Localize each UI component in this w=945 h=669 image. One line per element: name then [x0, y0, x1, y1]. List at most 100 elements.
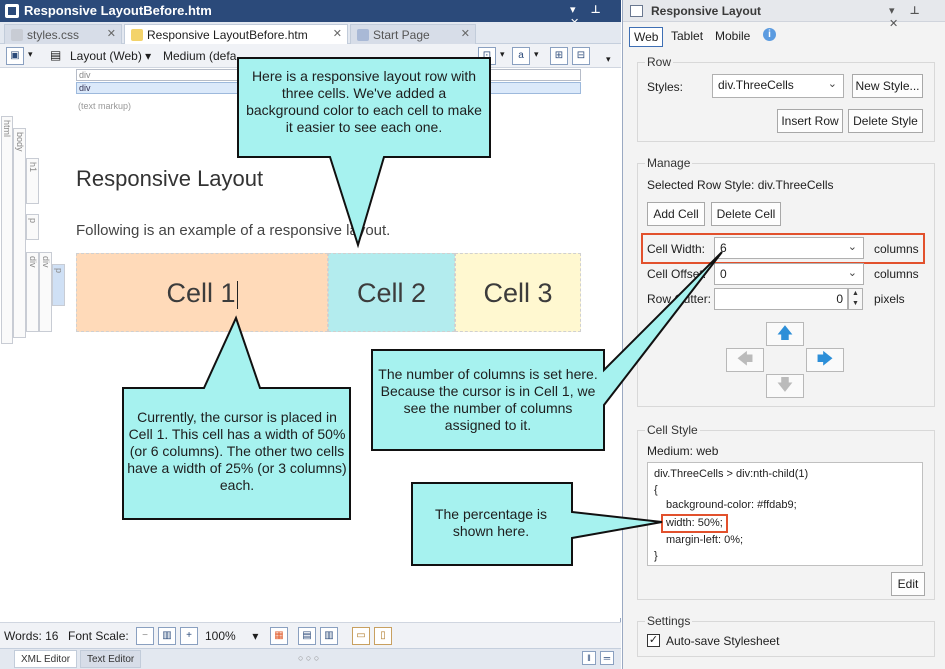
- cell-offset-label: Cell Offset:: [647, 267, 707, 281]
- tab-label: styles.css: [27, 28, 80, 42]
- row-gutter-unit: pixels: [874, 292, 905, 306]
- pane-window-controls[interactable]: ▾ ⊥ ✕: [889, 5, 926, 30]
- cell-style-medium: Medium: web: [647, 444, 719, 458]
- document-heading[interactable]: Responsive Layout: [76, 166, 264, 191]
- layout-cell-1[interactable]: Cell 1: [76, 253, 328, 332]
- structure-tag-h1[interactable]: h1: [26, 158, 39, 204]
- close-icon[interactable]: ✕: [106, 28, 116, 40]
- settings-group-label: Settings: [645, 614, 693, 628]
- selected-row-style: Selected Row Style: div.ThreeCells: [647, 178, 834, 192]
- layout-mode-dropdown[interactable]: ▤ Layout (Web) ▾: [50, 48, 152, 63]
- decrease-font-icon[interactable]: −: [136, 627, 154, 645]
- chevron-down-icon[interactable]: ▾: [28, 49, 33, 59]
- tab-responsive-layout[interactable]: Responsive LayoutBefore.htm ✕: [124, 24, 348, 44]
- structure-tag-p-selected[interactable]: p: [52, 264, 65, 306]
- cell-style-group-label: Cell Style: [645, 423, 700, 437]
- chevron-down-icon[interactable]: ▾: [500, 49, 505, 59]
- info-icon[interactable]: i: [763, 28, 776, 41]
- structure-tag-div-row[interactable]: div: [26, 252, 39, 332]
- document-icon: [5, 4, 19, 18]
- tab-xml-editor[interactable]: XML Editor: [14, 650, 78, 668]
- text-markup-label: (text markup): [78, 101, 132, 111]
- tab-start-page[interactable]: Start Page ✕: [350, 24, 476, 44]
- structure-tag-html[interactable]: html: [1, 116, 13, 344]
- tab-mobile[interactable]: Mobile: [715, 29, 751, 43]
- document-paragraph[interactable]: Following is an example of a responsive …: [76, 222, 391, 239]
- layout-cell-3[interactable]: Cell 3: [455, 253, 581, 332]
- text-cursor: [236, 280, 238, 309]
- delete-cell-button[interactable]: Delete Cell: [711, 202, 781, 226]
- document-tab-strip: styles.css ✕ Responsive LayoutBefore.htm…: [0, 22, 621, 44]
- editor-toolbar: ▣ ▾ ▤ Layout (Web) ▾ Medium (defa ⊡ ▾ a …: [0, 44, 621, 68]
- color-grid-icon[interactable]: ▦: [270, 627, 288, 645]
- show-markers-icon[interactable]: ⊟: [572, 47, 590, 65]
- tab-label: Responsive LayoutBefore.htm: [147, 28, 308, 42]
- split-horizontal-icon[interactable]: ═: [600, 651, 614, 665]
- format-icon[interactable]: ⊡: [478, 47, 496, 65]
- insert-row-button[interactable]: Insert Row: [777, 109, 843, 133]
- layout-mode-icon: ▤: [50, 48, 62, 62]
- zoom-dropdown[interactable]: 100% ▾: [205, 629, 259, 643]
- row-gutter-label: Row Gutter:: [647, 292, 712, 306]
- text-style-icon[interactable]: a: [512, 47, 530, 65]
- row-gutter-stepper[interactable]: ▲▼: [848, 288, 863, 310]
- callout-text-percentage: The percentage is shown here.: [434, 506, 548, 539]
- structure-bar: html body h1 p div div p: [0, 68, 66, 618]
- close-icon[interactable]: ✕: [460, 28, 470, 40]
- callout-text-top: Here is a responsive layout row with thr…: [246, 68, 482, 135]
- move-up-arrow-icon[interactable]: 🡅: [766, 322, 804, 346]
- move-left-arrow-icon[interactable]: 🡄: [726, 348, 764, 372]
- chevron-down-icon: ⌄: [847, 241, 857, 253]
- tab-tablet[interactable]: Tablet: [671, 29, 704, 43]
- pane-title-bar: Responsive Layout ▾ ⊥ ✕: [623, 0, 945, 30]
- insert-icon[interactable]: ⊞: [550, 47, 568, 65]
- ruler-vertical-icon[interactable]: ▯: [374, 627, 392, 645]
- cell-width-label: Cell Width:: [647, 242, 706, 256]
- structure-tag-body[interactable]: body: [13, 128, 26, 338]
- tab-text-editor[interactable]: Text Editor: [80, 650, 142, 668]
- reset-font-icon[interactable]: ▥: [158, 627, 176, 645]
- delete-style-button[interactable]: Delete Style: [848, 109, 923, 133]
- css-background-color: background-color: #ffdab9;: [666, 499, 797, 511]
- split-vertical-icon[interactable]: ‖: [582, 651, 596, 665]
- cell-offset-dropdown[interactable]: 0 ⌄: [714, 263, 864, 285]
- chevron-down-icon: ⌄: [827, 78, 837, 90]
- layout-cell-2[interactable]: Cell 2: [328, 253, 455, 332]
- manage-group: [637, 163, 935, 407]
- tab-styles-css[interactable]: styles.css ✕: [4, 24, 122, 44]
- css-file-icon: [11, 29, 23, 41]
- preview-icon[interactable]: ▣: [6, 47, 24, 65]
- css-margin-left: margin-left: 0%;: [666, 534, 744, 546]
- move-down-arrow-icon[interactable]: 🡇: [766, 374, 804, 398]
- show-tags-icon[interactable]: ▥: [320, 627, 338, 645]
- cell-width-dropdown[interactable]: 6 ⌄: [714, 237, 864, 259]
- tab-web[interactable]: Web: [629, 27, 664, 47]
- close-icon[interactable]: ✕: [332, 28, 342, 40]
- css-close-brace: }: [654, 549, 658, 562]
- edit-button[interactable]: Edit: [891, 572, 925, 596]
- add-cell-button[interactable]: Add Cell: [647, 202, 705, 226]
- toolbar-overflow-icon[interactable]: ▾: [606, 54, 611, 64]
- splitter-grip-icon[interactable]: ○ ○ ○: [298, 653, 320, 663]
- font-scale-label: Font Scale:: [68, 629, 129, 643]
- editor-title-bar: Responsive LayoutBefore.htm ▾ ⊥ ✕: [0, 0, 621, 29]
- editor-view-tabs: XML Editor Text Editor ○ ○ ○ ‖ ═: [0, 648, 621, 669]
- medium-dropdown[interactable]: Medium (defa: [163, 49, 237, 63]
- callout-text-cursor: Currently, the cursor is placed in Cell …: [127, 409, 347, 493]
- html-file-icon: [131, 29, 143, 41]
- structure-tag-div-cell[interactable]: div: [39, 252, 52, 332]
- increase-font-icon[interactable]: +: [180, 627, 198, 645]
- structure-tag-p[interactable]: p: [26, 214, 39, 240]
- row-gutter-input[interactable]: 0: [714, 288, 848, 310]
- show-structure-icon[interactable]: ▤: [298, 627, 316, 645]
- chevron-down-icon: ⌄: [847, 267, 857, 279]
- ruler-horizontal-icon[interactable]: ▭: [352, 627, 370, 645]
- chevron-down-icon[interactable]: ▾: [534, 49, 539, 59]
- styles-dropdown[interactable]: div.ThreeCells ⌄: [712, 74, 844, 98]
- editor-title: Responsive LayoutBefore.htm: [24, 3, 212, 18]
- auto-save-checkbox[interactable]: ✓: [647, 634, 660, 647]
- cell-width-unit: columns: [874, 242, 919, 256]
- css-selector: div.ThreeCells > div:nth-child(1): [654, 468, 809, 480]
- new-style-button[interactable]: New Style...: [852, 74, 923, 98]
- move-right-arrow-icon[interactable]: 🡆: [806, 348, 844, 372]
